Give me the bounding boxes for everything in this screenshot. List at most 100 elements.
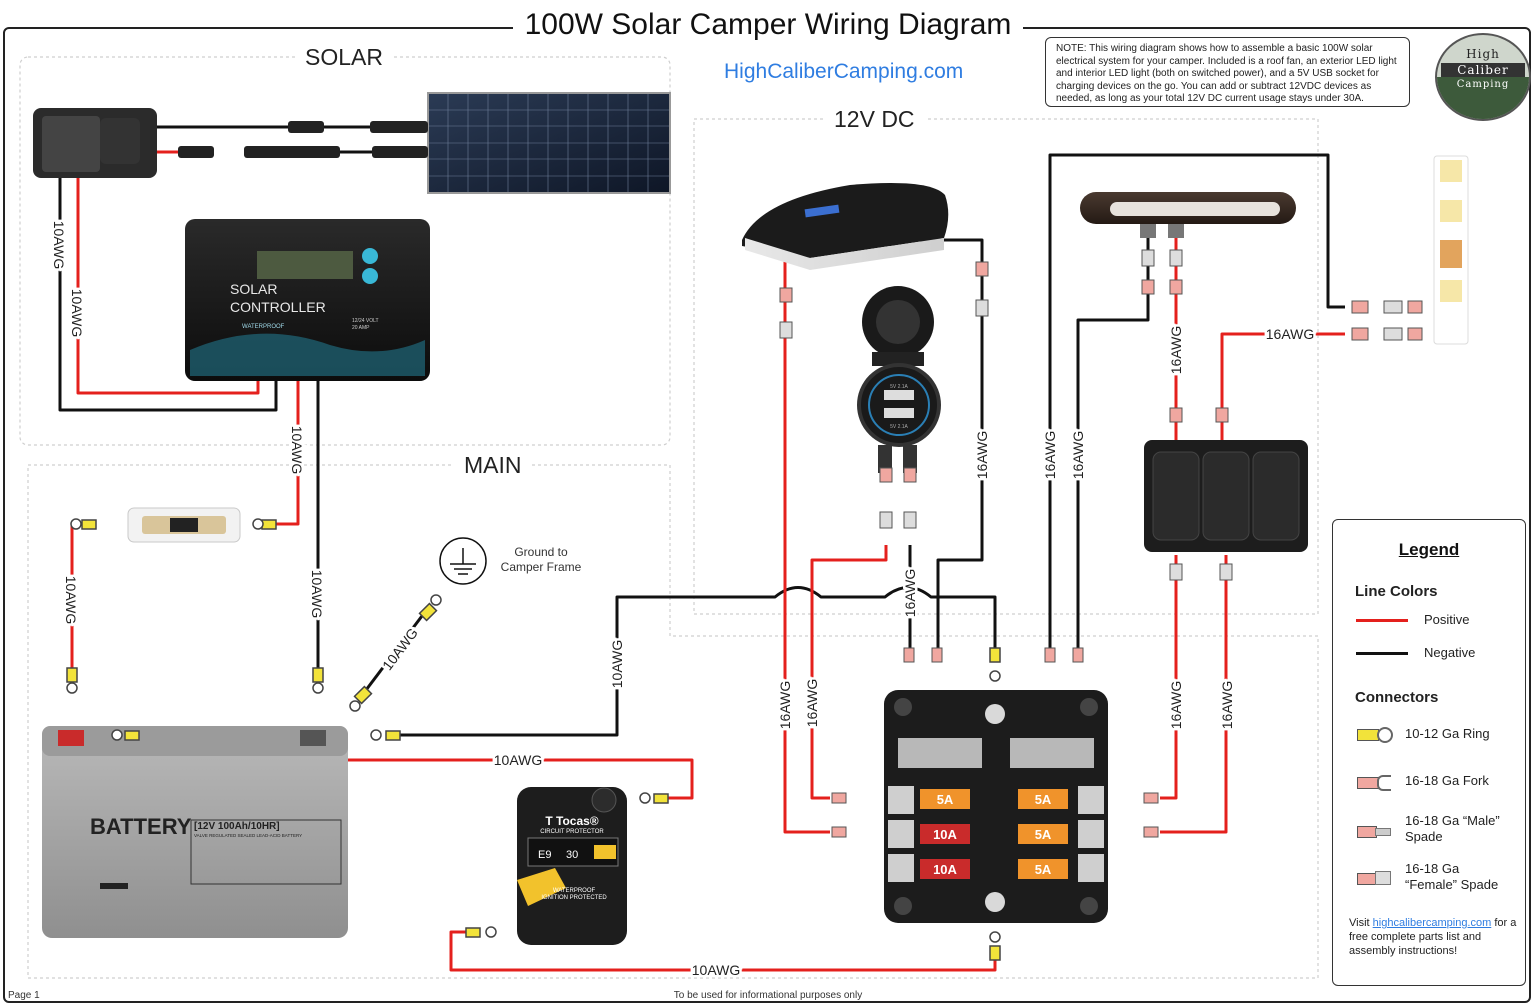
controller-label-2: CONTROLLER: [230, 299, 326, 315]
main-section-box: [27, 464, 1319, 979]
outer-frame: [3, 27, 1531, 1003]
legend-ring-icon: [1357, 729, 1379, 741]
breaker-text2: WATERPROOF: [553, 888, 596, 894]
logo-line3: Camping: [1456, 79, 1510, 90]
wire-label: 10AWG: [609, 640, 625, 689]
wire-label: 16AWG: [902, 569, 918, 618]
wire-label: 16AWG: [1070, 431, 1086, 480]
ground-label-1: Ground to: [514, 545, 568, 559]
dc-section-box: [693, 118, 1319, 615]
wire-label: 16AWG: [1168, 326, 1184, 375]
legend-line-colors-heading: Line Colors: [1355, 583, 1438, 600]
legend-female-spade-label-1: 16-18 Ga: [1405, 861, 1460, 876]
legend-positive-swatch: [1356, 619, 1408, 622]
wire-label: 16AWG: [1168, 681, 1184, 730]
legend-ring-label: 10-12 Ga Ring: [1405, 726, 1490, 741]
solar-panel: [427, 92, 671, 194]
solar-controller: [185, 219, 430, 381]
section-label-dc: 12V DC: [824, 106, 925, 133]
breaker-sub: CIRCUIT PROTECTOR: [540, 829, 604, 835]
fuses: 5A 10A 10A 5A 5A 5A: [920, 789, 1068, 879]
wire-label: 16AWG: [804, 679, 820, 728]
legend-website-link[interactable]: highcalibercamping.com: [1372, 917, 1492, 929]
cable-entry-box: [33, 108, 157, 178]
fuse-6: [1018, 859, 1068, 879]
fuse-label: 10A: [933, 827, 957, 842]
legend-positive-label: Positive: [1424, 612, 1470, 627]
logo-line2: Caliber: [1441, 63, 1525, 77]
exterior-light: [1080, 192, 1296, 238]
fuse-label: 5A: [1035, 862, 1052, 877]
wire-label: 10AWG: [309, 570, 325, 619]
mc4-connectors: [178, 121, 428, 158]
section-label-main: MAIN: [454, 452, 532, 479]
title-wrap: 100W Solar Camper Wiring Diagram: [0, 8, 1536, 42]
page-number: Page 1: [8, 990, 40, 1001]
wire-label: 16AWG: [974, 431, 990, 480]
section-label-solar: SOLAR: [295, 44, 393, 71]
battery-spec: [12V 100Ah/10HR]: [194, 821, 280, 832]
wire-label: 10AWG: [692, 962, 741, 978]
wire-label: 10AWG: [289, 426, 305, 475]
wire-label: 10AWG: [494, 752, 543, 768]
fuse-label: 5A: [1035, 827, 1052, 842]
breaker-model: E9: [538, 849, 551, 861]
legend-fork-prongs: [1377, 775, 1391, 791]
breaker-text3: IGNITION PROTECTED: [541, 895, 607, 901]
battery-label: BATTERY: [90, 814, 192, 839]
wire-label: 16AWG: [1042, 431, 1058, 480]
controller-label-1: SOLAR: [230, 281, 277, 297]
roof-fan: [742, 182, 949, 270]
usb-port-1-label: 5V 2.1A: [890, 384, 908, 390]
legend-male-spade-label-2: Spade: [1405, 829, 1443, 844]
wire-label: 10AWG: [69, 289, 85, 338]
usb-socket: [857, 286, 941, 473]
legend-visit-rest: for a free complete parts list and assem…: [1349, 917, 1517, 957]
wire-label: 10AWG: [51, 221, 67, 270]
wire-label: 16AWG: [777, 681, 793, 730]
legend: Legend Line Colors Positive Negative Con…: [1332, 519, 1526, 986]
wire-label: 16AWG: [1266, 326, 1315, 342]
fuse-1: [920, 789, 970, 809]
battery-sub: VALVE REGULATED SEALED LEAD-ACID BATTERY: [194, 833, 302, 838]
legend-fork-label: 16-18 Ga Fork: [1405, 773, 1489, 788]
fuse-label: 5A: [1035, 792, 1052, 807]
wires: [58, 125, 1345, 972]
spade-connectors: [779, 249, 1423, 581]
fuse-label: 10A: [933, 862, 957, 877]
ground-label-2: Camper Frame: [501, 560, 582, 574]
fuse-4: [1018, 789, 1068, 809]
legend-visit-word: Visit: [1349, 917, 1370, 929]
usb-port-2-label: 5V 2.1A: [890, 424, 908, 430]
ring-connectors: [66, 518, 1001, 961]
legend-female-spade-icon: [1357, 873, 1377, 885]
breaker-rating: 30: [566, 849, 578, 861]
fork-connectors: [831, 647, 1159, 838]
legend-negative-label: Negative: [1424, 645, 1476, 660]
legend-visit-text: Visit highcalibercamping.com for a free …: [1349, 916, 1519, 958]
logo-trees: [1437, 77, 1529, 119]
legend-ring-eye: [1377, 727, 1393, 743]
legend-male-spade-label-1: 16-18 Ga “Male”: [1405, 813, 1500, 828]
legend-title: Legend: [1398, 540, 1460, 559]
fuse-3: [920, 859, 970, 879]
logo: High Caliber Camping: [1435, 33, 1531, 121]
logo-line1: High: [1466, 47, 1500, 61]
circuit-breaker: [517, 787, 627, 945]
controller-badge: WATERPROOF: [242, 324, 285, 330]
wire-gauge-labels: 10AWG 10AWG 10AWG 10AWG 10AWG 10AWG 10AW…: [49, 218, 1317, 980]
disclaimer: To be used for informational purposes on…: [674, 990, 862, 1001]
breaker-brand: T Tocas®: [545, 814, 598, 828]
website-link[interactable]: HighCaliberCamping.com: [724, 60, 964, 83]
led-strip: [1433, 155, 1469, 345]
fuse-2: [920, 824, 970, 844]
legend-female-spade-sleeve: [1375, 871, 1391, 885]
page-title: 100W Solar Camper Wiring Diagram: [512, 8, 1024, 41]
legend-negative-swatch: [1356, 652, 1408, 655]
wire-label: 16AWG: [1219, 681, 1235, 730]
legend-connectors-heading: Connectors: [1355, 689, 1439, 706]
ground-symbol: [439, 537, 487, 585]
anl-fuse-holder: [127, 507, 241, 543]
rocker-switch-panel: [1144, 440, 1308, 552]
